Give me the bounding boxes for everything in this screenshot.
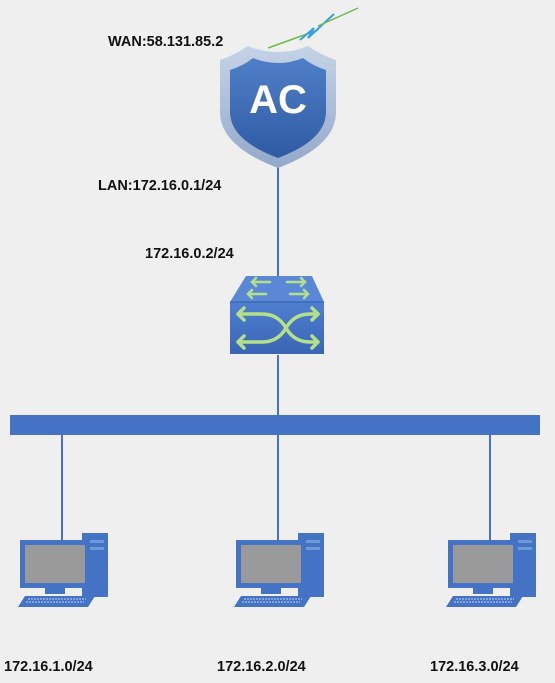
wan-ip-label: WAN:58.131.85.2: [108, 34, 224, 50]
computer-1-icon: [18, 533, 108, 607]
wan-lightning-icon: [267, 7, 359, 49]
computer-2-icon: [234, 533, 324, 607]
switch-icon: [230, 276, 324, 354]
computer-3-icon: [446, 533, 536, 607]
subnet-1-label: 172.16.1.0/24: [4, 659, 93, 675]
switch-ip-label: 172.16.0.2/24: [145, 246, 234, 262]
subnet-3-label: 172.16.3.0/24: [430, 659, 519, 675]
network-bus: [10, 415, 540, 435]
lan-ip-label: LAN:172.16.0.1/24: [98, 178, 222, 194]
ac-label: AC: [249, 78, 307, 122]
subnet-2-label: 172.16.2.0/24: [217, 659, 306, 675]
ac-shield-icon: AC: [220, 46, 336, 168]
